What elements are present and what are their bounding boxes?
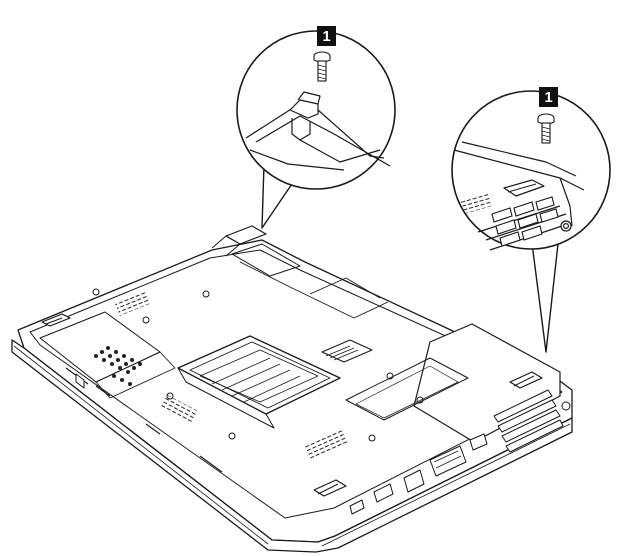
screw-icon (313, 51, 331, 82)
right-detail-callout: 1 (451, 87, 611, 353)
ethernet-port (403, 469, 425, 493)
callout-badge-icon: 1 (317, 26, 336, 46)
left-vent-dots (94, 346, 142, 386)
left-vent-slats (114, 290, 152, 316)
callout-badge-icon: 1 (539, 87, 558, 107)
laptop-bottom (11, 225, 573, 553)
screw-icon (537, 113, 555, 144)
base-screws (92, 288, 424, 442)
side-ports (349, 401, 571, 515)
side-vent-grille (493, 389, 564, 453)
laptop-side-edge (11, 339, 573, 553)
right-compartment-cover (413, 323, 561, 443)
vga-port (429, 445, 467, 477)
left-detail-callout: 1 (236, 26, 396, 229)
usb-port-3 (349, 499, 365, 515)
left-callout-badge: 1 (322, 28, 330, 45)
usb-port-2 (469, 433, 488, 451)
memory-compartment (177, 335, 341, 415)
right-callout-badge: 1 (544, 89, 552, 106)
usb-port-1 (373, 483, 394, 503)
